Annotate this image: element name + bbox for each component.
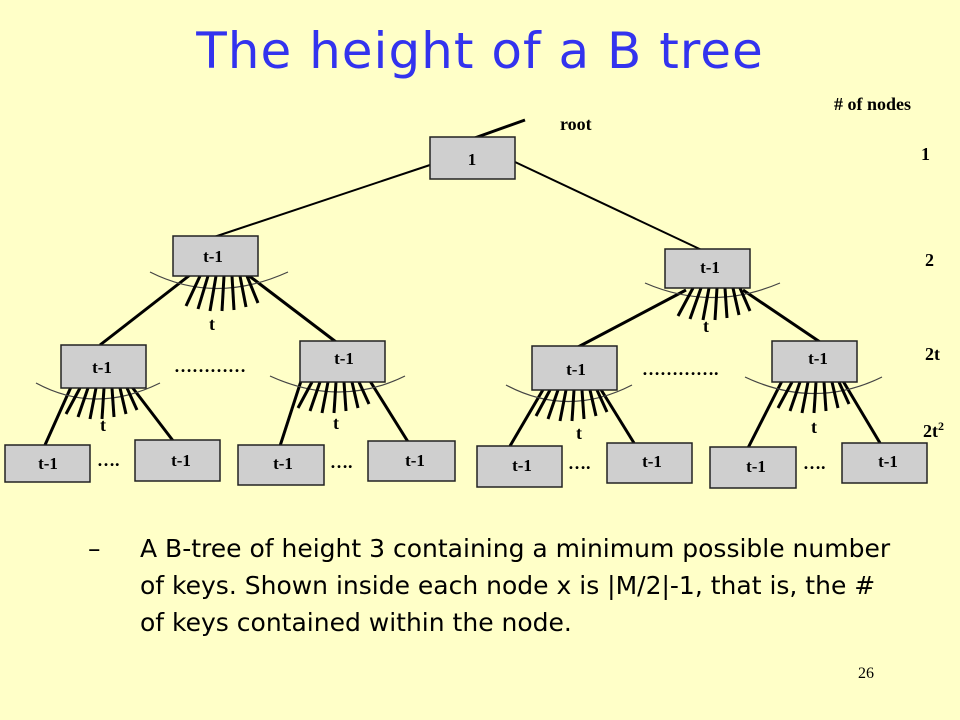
bullet-dash: – (88, 534, 101, 563)
fan-rays-lr (296, 381, 371, 414)
edge-ll-a (43, 386, 73, 446)
edge-lr-a (278, 380, 303, 447)
edge-root-left (213, 164, 431, 238)
node-count-level-3: 2t2 (923, 419, 944, 441)
node-rr (771, 340, 858, 383)
edge-rl-a (508, 387, 546, 447)
node-rl (531, 345, 618, 391)
node-count-level-2: 2t (925, 344, 940, 364)
leaf-6-label: t-1 (642, 452, 662, 471)
node-root-label: 1 (468, 150, 477, 169)
node-ll-label: t-1 (92, 358, 112, 377)
fan-arc-l (149, 271, 289, 290)
node-l-label: t-1 (203, 247, 223, 266)
fan-rays-r (676, 287, 752, 321)
node-ll (60, 344, 147, 389)
tree-edges (213, 161, 707, 253)
node-count-header: # of nodes (834, 94, 911, 114)
node-leaf-4 (367, 440, 456, 482)
gap-dots-level2-right: …………. (642, 359, 719, 379)
fan-arc-r (644, 282, 781, 299)
gap-dots: ………… …………. …. …. …. …. (97, 356, 826, 473)
tree-nodes (4, 136, 928, 489)
fan-arc-lr (269, 375, 406, 393)
gap-dots-level2-left: ………… (174, 356, 246, 376)
node-count-level-0: 1 (921, 144, 930, 164)
branch-label-rr: t (811, 417, 817, 437)
gap-dots-leaf-1: …. (97, 450, 120, 470)
fan-arc-rl (505, 384, 633, 403)
edge-r-rr (742, 288, 821, 344)
gap-dots-leaf-4: …. (803, 453, 826, 473)
node-rr-label: t-1 (808, 349, 828, 368)
branch-label-lr: t (333, 413, 339, 433)
leaf-1-label: t-1 (38, 454, 58, 473)
edge-ll-b (130, 386, 176, 443)
node-count-level-1: 2 (925, 250, 934, 270)
fan-rays-ll (64, 387, 139, 420)
branch-label-rl: t (576, 423, 582, 443)
edge-rr-a (746, 380, 784, 449)
node-lr-label: t-1 (334, 349, 354, 368)
node-leaf-7 (709, 446, 797, 489)
slide-title: The height of a B tree (196, 22, 764, 80)
bullet-text: A B-tree of height 3 containing a minimu… (140, 534, 891, 637)
node-leaf-6 (606, 442, 693, 484)
node-lr (299, 340, 386, 383)
edge-root-right (514, 161, 707, 253)
node-rl-label: t-1 (566, 360, 586, 379)
leaf-2-label: t-1 (171, 451, 191, 470)
leaf-8-label: t-1 (878, 452, 898, 471)
edge-rr-b (841, 380, 882, 444)
edge-lr-b (368, 380, 412, 446)
root-label: root (560, 114, 592, 134)
node-count-level-3-base: 2t (923, 421, 938, 441)
gap-dots-leaf-2: …. (330, 452, 353, 472)
edge-l-ll (99, 273, 191, 347)
node-labels: 1 t-1 t-1 t-1 t-1 t-1 t-1 t-1 t-1 t-1 t-… (38, 150, 898, 476)
leaf-7-label: t-1 (746, 457, 766, 476)
fan-rays (64, 275, 851, 422)
edge-r-rl (577, 288, 687, 349)
tree-edges-thick (43, 273, 882, 449)
gap-dots-leaf-3: …. (568, 453, 591, 473)
branch-label-ll: t (100, 415, 106, 435)
node-r-label: t-1 (700, 258, 720, 277)
node-leaf-3 (237, 444, 325, 486)
fan-rays-rl (534, 389, 609, 422)
node-leaf-5 (476, 445, 563, 488)
node-leaf-2 (134, 439, 221, 482)
edge-rl-b (598, 387, 636, 444)
fan-arc-ll (35, 382, 161, 400)
fan-arcs (35, 271, 883, 403)
branch-labels: t t t t t t (100, 314, 817, 443)
page-number: 26 (858, 665, 874, 682)
node-leaf-1 (4, 444, 91, 483)
node-root (429, 136, 516, 180)
branch-label-l: t (209, 314, 215, 334)
node-l (172, 235, 259, 277)
branch-label-r: t (703, 316, 709, 336)
fan-rays-rr (776, 381, 851, 414)
edge-l-lr (247, 273, 341, 347)
leaf-5-label: t-1 (512, 456, 532, 475)
leaf-3-label: t-1 (273, 454, 293, 473)
node-leaf-8 (841, 442, 928, 484)
leaf-4-label: t-1 (405, 451, 425, 470)
node-r (664, 248, 751, 289)
fan-rays-l (184, 275, 260, 312)
node-count-level-3-exponent: 2 (938, 419, 944, 433)
